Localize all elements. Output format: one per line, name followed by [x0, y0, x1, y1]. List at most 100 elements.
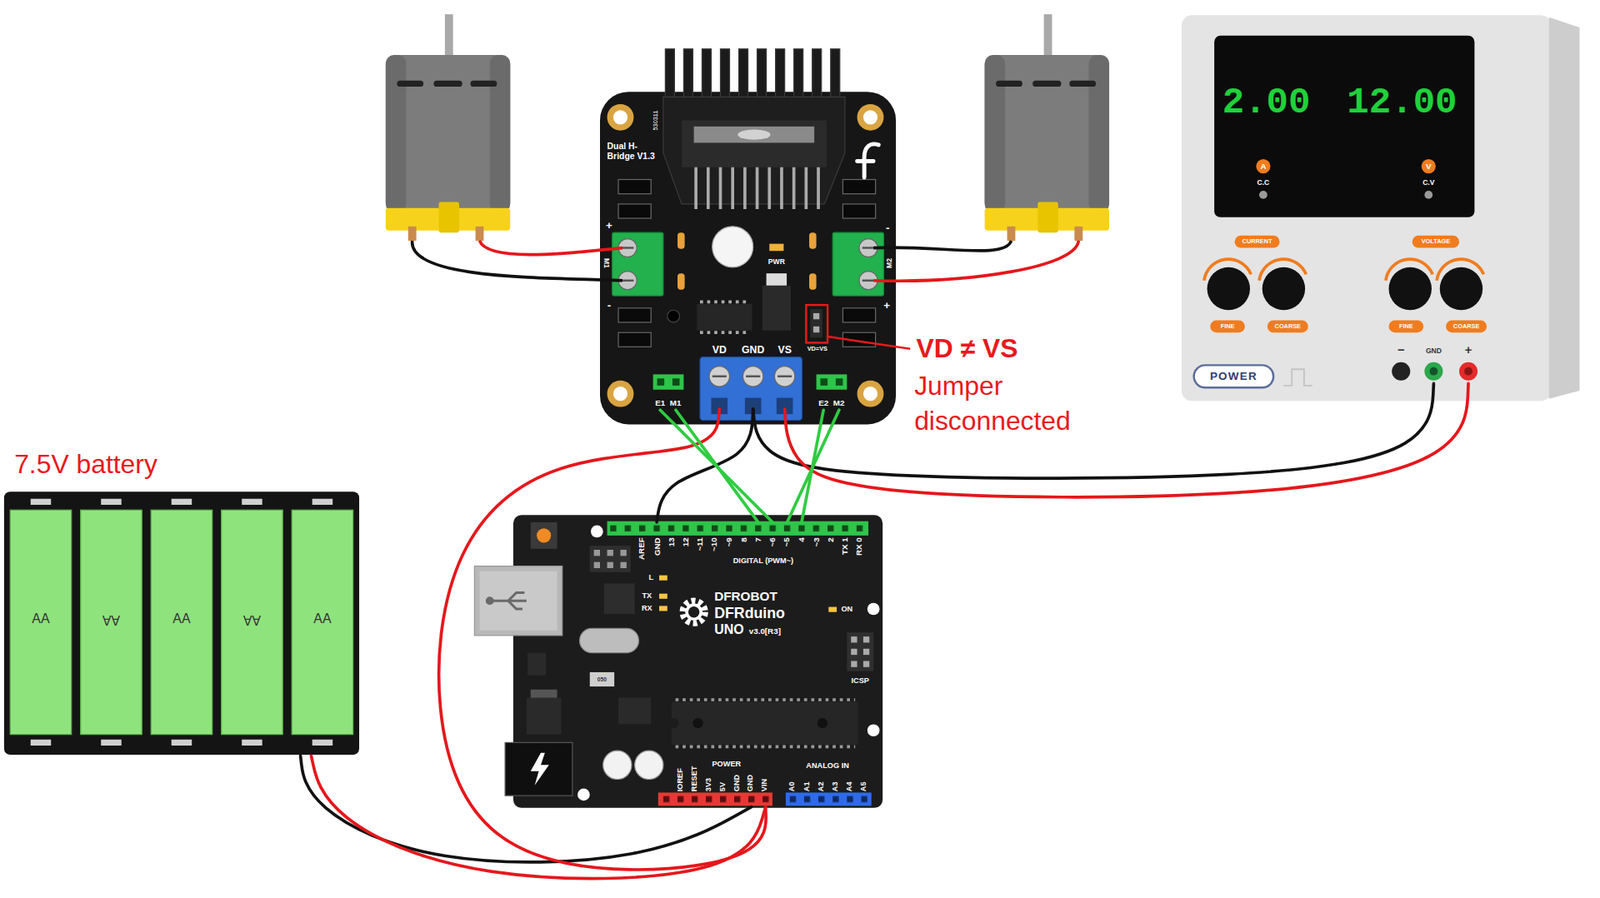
pin-header	[658, 792, 773, 806]
brand-text: DFROBOT	[714, 590, 778, 605]
icsp-header	[846, 632, 874, 672]
cell-label: AA	[172, 611, 190, 627]
dc-motor	[985, 55, 1005, 213]
power-button	[1194, 365, 1275, 388]
header-title: ANALOG IN	[805, 761, 850, 771]
arduino-board	[474, 515, 883, 808]
motor-driver-board	[600, 49, 896, 425]
motor-wire	[873, 240, 1079, 281]
capacitor	[635, 750, 664, 780]
screw-terminal: VS	[771, 341, 799, 410]
dc-motor	[439, 201, 460, 233]
pin-label: A5	[860, 760, 870, 792]
pin-label: 2	[825, 537, 835, 565]
component-marking: 050	[597, 676, 607, 684]
mounting-hole	[607, 380, 635, 408]
wire-group	[300, 383, 1469, 879]
motor-driver-board: Dual H-Bridge V1.3VDGNDVSE1M1E2M2	[600, 91, 896, 425]
dc-motor	[475, 226, 485, 241]
header-pin: GND	[745, 759, 759, 808]
bench-power-supply	[1424, 190, 1433, 200]
pin-label: RESET	[690, 760, 700, 792]
wire	[753, 383, 1435, 479]
screw-terminal: GND	[739, 341, 768, 410]
polarity-mark: +	[883, 298, 890, 311]
logo-gear	[682, 600, 705, 624]
wire	[787, 410, 840, 523]
pin-label: GND	[746, 760, 756, 792]
arduino-board	[577, 789, 590, 802]
pin-header	[607, 521, 869, 536]
wire	[439, 409, 767, 870]
icsp-header	[850, 649, 857, 655]
pin-label: A2	[816, 760, 826, 792]
pin-label: A0	[788, 760, 798, 792]
arduino-board	[590, 525, 604, 539]
control-header	[820, 378, 828, 386]
pin-header	[620, 550, 626, 556]
terminal-label: −	[1397, 344, 1405, 359]
terminal-label: VD	[712, 344, 727, 356]
cell-label: AA	[102, 611, 120, 627]
crystal	[580, 628, 640, 653]
pin-header	[607, 521, 872, 807]
driver-chip	[681, 120, 827, 210]
bench-power-supply	[1549, 17, 1580, 400]
header-pin: E1	[653, 373, 668, 410]
board-title: Dual H-Bridge V1.3	[607, 141, 661, 162]
usb-connector	[480, 571, 558, 631]
power-led	[769, 244, 784, 252]
smd-component	[618, 180, 651, 195]
bench-power-supply	[1421, 159, 1436, 174]
cell-label: AA	[313, 611, 331, 627]
battery-holder	[291, 510, 353, 735]
smd-component	[618, 308, 651, 323]
knob-label: CURRENT	[1242, 238, 1273, 245]
jumper-header	[810, 309, 823, 338]
jumper-header	[813, 326, 820, 333]
dc-motor	[1089, 55, 1110, 213]
knob-label: VOLTAGE	[1421, 238, 1450, 245]
pin-label: 13	[666, 537, 676, 565]
pin-label: AREF	[637, 537, 647, 565]
pin-header	[594, 562, 600, 569]
serial-number: 530311	[652, 110, 660, 131]
voltage-regulator	[526, 690, 562, 735]
wire	[785, 383, 1469, 497]
output-terminal	[1391, 362, 1410, 381]
pin-label: GND	[732, 760, 742, 792]
output-terminal	[1464, 367, 1473, 376]
wire	[310, 755, 765, 879]
terminal-label: M1	[601, 258, 610, 269]
pin-label: 12	[680, 537, 690, 565]
callout-marker	[805, 305, 828, 343]
led-label: L	[648, 574, 654, 584]
output-terminal	[1430, 367, 1439, 376]
control-header	[835, 378, 844, 386]
knob-badge	[1389, 320, 1425, 333]
motor-wire	[412, 240, 623, 281]
battery-holder	[4, 491, 360, 755]
led-label: RX	[641, 605, 653, 615]
pin-label: ~9	[724, 537, 734, 565]
jumper-header	[810, 309, 823, 338]
dc-jack	[530, 753, 550, 786]
control-header	[657, 378, 665, 386]
control-header	[653, 374, 848, 390]
polarity-mark: -	[607, 298, 611, 311]
motor-wire	[412, 240, 1080, 281]
callout-text: VD ≠ VS	[916, 333, 1019, 365]
voltage-regulator	[762, 273, 791, 331]
mounting-hole	[613, 386, 628, 401]
brand-text: DFRduino	[714, 605, 785, 622]
polarity-mark: -	[885, 220, 890, 234]
power-terminal	[700, 357, 802, 421]
voltage-regulator	[526, 698, 562, 735]
callout-marker	[827, 336, 910, 350]
header-pin: VIN	[759, 759, 773, 808]
voltage-regulator	[766, 273, 787, 286]
motor-wire	[873, 240, 1011, 251]
terminal-label: GND	[1425, 346, 1442, 355]
